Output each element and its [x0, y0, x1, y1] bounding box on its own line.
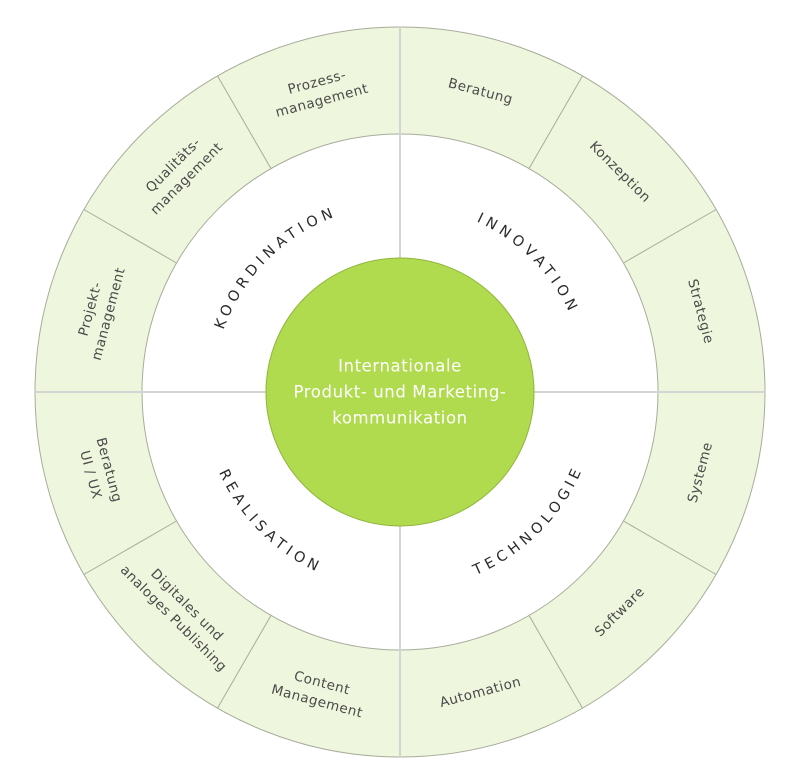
segment-divider	[217, 75, 272, 169]
segment-dividers	[83, 75, 717, 709]
segment-divider	[217, 615, 272, 709]
segment-divider	[83, 209, 177, 264]
segment-divider	[83, 520, 177, 575]
segment-divider	[623, 520, 717, 575]
segment-divider	[623, 209, 717, 264]
core-text-line-2: Produkt- und Marketing-	[294, 383, 507, 402]
core-text-line-3: kommunikation	[332, 409, 468, 428]
core-circle	[265, 257, 535, 527]
segment-divider	[528, 615, 583, 709]
core-text-line-1: Internationale	[338, 357, 462, 376]
segment-divider	[528, 75, 583, 169]
core: Internationale Produkt- und Marketing- k…	[265, 257, 535, 527]
